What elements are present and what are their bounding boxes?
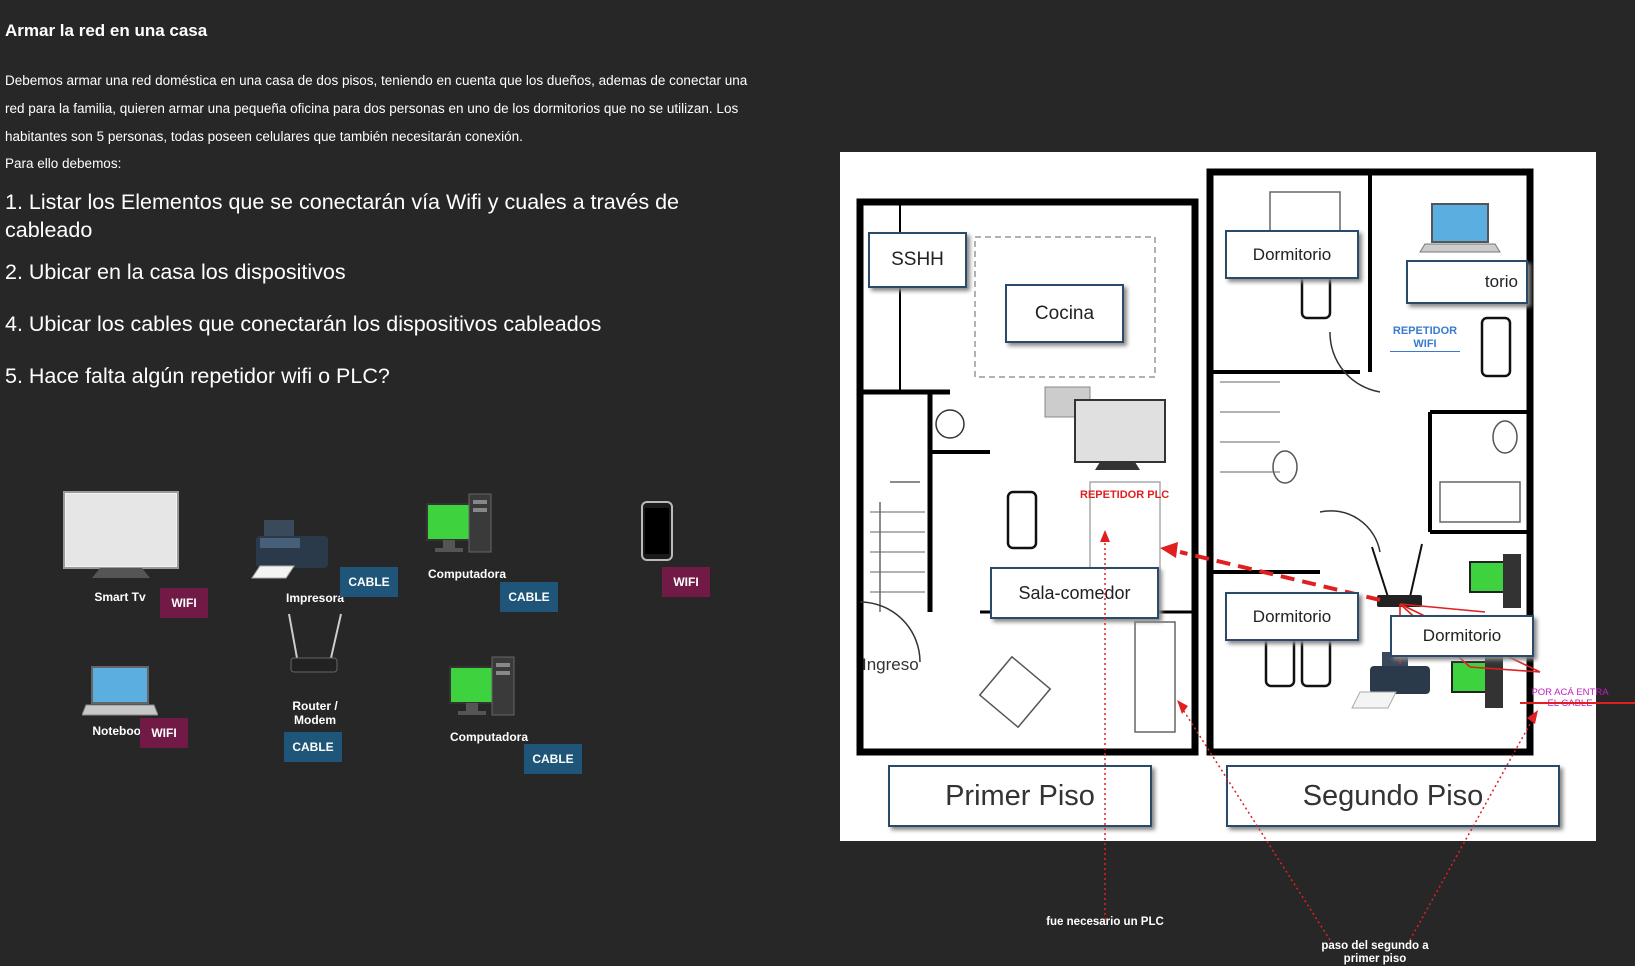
room-label-entry: Ingreso — [862, 655, 919, 674]
cable-badge-computer-1[interactable]: CABLE — [500, 582, 558, 612]
printer-icon — [251, 520, 328, 579]
room-label-bedroom-3: Dormitorio — [1225, 592, 1359, 641]
smart-tv-icon — [63, 491, 179, 578]
room-label-kitchen: Cocina — [1005, 284, 1124, 343]
room-label-living: Sala-comedor — [990, 567, 1159, 619]
cable-badge-printer[interactable]: CABLE — [340, 567, 398, 597]
wifi-badge-phone[interactable]: WIFI — [662, 567, 710, 597]
cable-badge-router[interactable]: CABLE — [284, 732, 342, 762]
room-label-bedroom-4: Dormitorio — [1390, 615, 1534, 657]
intro-line: habitantes son 5 personas, todas poseen … — [5, 129, 523, 144]
intro-line: Debemos armar una red doméstica en una c… — [5, 73, 748, 88]
floor-1-title: Primer Piso — [888, 765, 1152, 827]
cable-entry-label: POR ACÁ ENTRA EL CABLE — [1531, 687, 1609, 709]
cable-badge-computer-2[interactable]: CABLE — [524, 744, 582, 774]
page-title: Armar la red en una casa — [5, 21, 208, 40]
plc-repeater-label: REPETIDOR PLC — [1080, 489, 1170, 501]
computer-icon — [449, 656, 515, 716]
task-4: 4. Ubicar los cables que conectarán los … — [5, 312, 602, 336]
device-label-router: Router / Modem — [292, 699, 338, 727]
floor-plan: SSHH Cocina Sala-comedor Ingreso REPETID… — [840, 152, 1609, 841]
floor-plan-walls — [856, 168, 1541, 756]
notebook-icon — [82, 666, 158, 716]
device-label-smart-tv: Smart Tv — [94, 590, 146, 604]
device-label-printer: Impresora — [285, 591, 345, 605]
stairs-note: paso del segundo a primer piso — [1321, 940, 1429, 965]
room-label-bedroom-2: torio — [1406, 260, 1528, 304]
router-icon — [288, 613, 342, 673]
floor-2-title: Segundo Piso — [1226, 765, 1560, 827]
smartphone-icon — [641, 501, 673, 561]
plc-note: fue necesario un PLC — [1046, 916, 1164, 928]
wifi-repeater-label: REPETIDOR WIFI — [1390, 325, 1460, 352]
device-label-computer-1: Computadora — [428, 567, 506, 581]
intro-paragraph: Debemos armar una red doméstica en una c… — [5, 67, 795, 177]
wifi-badge-notebook[interactable]: WIFI — [140, 718, 188, 748]
task-5: 5. Hace falta algún repetidor wifi o PLC… — [5, 364, 390, 388]
device-label-notebook: Notebook — [92, 724, 148, 738]
computer-icon — [426, 493, 492, 553]
room-label-bedroom-1: Dormitorio — [1225, 230, 1359, 279]
intro-line: Para ello debemos: — [5, 156, 122, 171]
room-label-sshh: SSHH — [868, 232, 967, 288]
wifi-badge-smart-tv[interactable]: WIFI — [160, 588, 208, 618]
device-label-computer-2: Computadora — [450, 730, 528, 744]
task-1: 1. Listar los Elementos que se conectará… — [5, 190, 679, 242]
intro-line: red para la familia, quieren armar una p… — [5, 101, 739, 116]
task-2: 2. Ubicar en la casa los dispositivos — [5, 260, 346, 284]
